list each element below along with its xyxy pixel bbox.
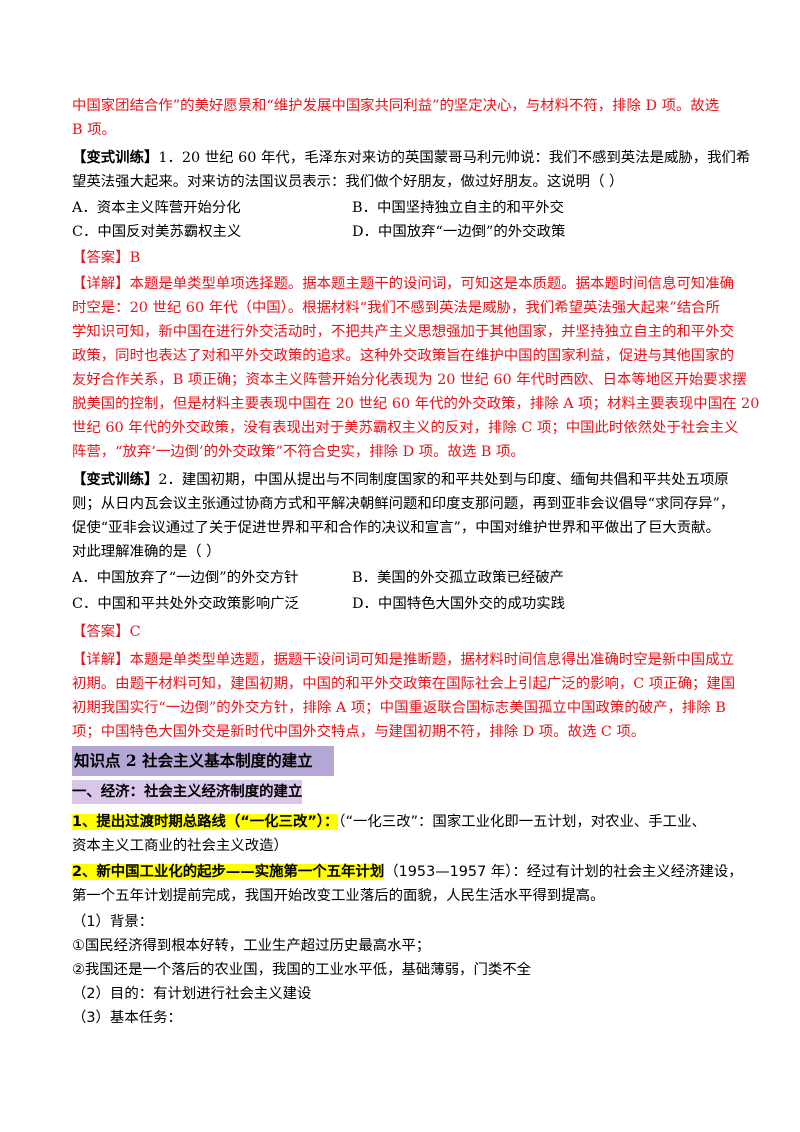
option-c: C．中国反对美苏霸权主义 [72,224,242,240]
explain-line: 友好合作关系，B 项正确；资本主义阵营开始分化表现为 20 世纪 60 年代时西… [72,372,747,388]
list-item: ①国民经济得到根本好转，工业生产超过历史最高水平； [72,938,431,954]
explain-line: 世纪 60 年代的外交政策，没有表现出对于美苏霸权主义的反对，排除 C 项；中国… [72,420,739,436]
question-1-stem: 【变式训练】1．20 世纪 60 年代，毛泽东对来访的英国蒙哥马利元帅说：我们不… [72,146,750,170]
paragraph-text: （“一化三改”：国家工业化即一五计划，对农业、手工业、 [338,814,706,830]
question-2-stem-cont: 则；从日内瓦会议主张通过协商方式和平解决朝鲜问题和印度支那问题，再到亚非会议倡导… [72,496,735,512]
question-2-stem-cont: 对此理解准确的是（ ） [72,544,221,560]
question-1-stem-cont: 望英法强大起来。对来访的法国议员表示：我们做个好朋友，做过好朋友。这说明（ ） [72,174,624,190]
variant-training-tag: 【变式训练】 [72,149,159,166]
question-text: 1．20 世纪 60 年代，毛泽东对来访的英国蒙哥马利元帅说：我们不感到英法是威… [158,150,751,166]
explain-line: 时空是：20 世纪 60 年代（中国）。根据材料“我们不感到英法是威胁，我们希望… [72,300,720,316]
option-b: B．美国的外交孤立政策已经破产 [352,570,565,586]
option-a: A．资本主义阵营开始分化 [72,200,241,216]
option-a: A．中国放弃了“一边倒”的外交方针 [72,570,299,586]
question-text: 2．建国初期，中国从提出与不同制度国家的和平共处到与印度、缅甸共倡和平共处五项原 [158,472,729,488]
option-d: D．中国放弃“一边倒”的外交政策 [352,224,566,240]
answer-label: 【答案】B [72,250,141,266]
list-item: （3）基本任务： [72,1010,182,1026]
variant-training-tag: 【变式训练】 [72,471,159,488]
knowledge-point-heading: 知识点 2 社会主义基本制度的建立 [72,746,334,776]
paragraph-text: （1953—1957 年）：经过有计划的社会主义经济建设， [384,864,743,880]
paragraph-2-cont: 第一个五年计划提前完成，我国开始改变工业落后的面貌，人民生活水平得到提高。 [72,888,605,904]
paragraph-1: 1、提出过渡时期总路线（“一化三改”）：（“一化三改”：国家工业化即一五计划，对… [72,810,732,834]
explain-line: 【详解】本题是单类型单项选择题。据本题主题干的设问词，可知这是本质题。据本题时间… [72,276,734,292]
explain-continued-line: 中国家团结合作”的美好愿景和“维护发展中国家共同利益”的坚定决心，与材料不符，排… [72,98,720,114]
section-heading: 一、经济：社会主义经济制度的建立 [72,780,303,804]
knowledge-point-title: 知识点 2 社会主义基本制度的建立 [74,751,313,770]
answer-label: 【答案】C [72,624,141,640]
list-item: ②我国还是一个落后的农业国，我国的工业水平低，基础薄弱，门类不全 [72,962,532,978]
explain-line: 阵营，“放弃‘一边倒’的外交政策”不符合史实，排除 D 项。故选 B 项。 [72,444,525,460]
list-item: （2）目的：有计划进行社会主义建设 [72,986,312,1002]
explain-line: 政策，同时也表达了对和平外交政策的追求。这种外交政策旨在维护中国的国家利益，促进… [72,348,734,364]
explain-line: 学知识可知，新中国在进行外交活动时，不把共产主义思想强加于其他国家，并坚持独立自… [72,324,734,340]
explain-line: 【详解】本题是单类型单选题，据题干设问词可知是推断题，据材料时间信息得出准确时空… [72,652,734,668]
section-title: 一、经济：社会主义经济制度的建立 [72,783,303,800]
highlighted-heading: 1、提出过渡时期总路线（“一化三改”）： [72,814,339,830]
option-d: D．中国特色大国外交的成功实践 [352,596,566,612]
question-2-stem: 【变式训练】2．建国初期，中国从提出与不同制度国家的和平共处到与印度、缅甸共倡和… [72,468,732,492]
question-2-stem-cont: 促使“亚非会议通过了关于促进世界和平和合作的决议和宣言”，中国对维护世界和平做出… [72,520,720,536]
explain-line: 脱美国的控制，但是材料主要表现中国在 20 世纪 60 年代的外交政策，排除 A… [72,396,760,412]
option-c: C．中国和平共处外交政策影响广泛 [72,596,299,612]
explain-line: 项；中国特色大国外交是新时代中国外交特点，与建国初期不符，排除 D 项。故选 C… [72,724,646,740]
paragraph-1-cont: 资本主义工商业的社会主义改造） [72,838,288,854]
option-b: B．中国坚持独立自主的和平外交 [352,200,565,216]
explain-continued-line: B 项。 [72,122,116,138]
list-item: （1）背景： [72,914,154,930]
explain-line: 初期。由题干材料可知，建国初期，中国的和平外交政策在国际社会上引起广泛的影响，C… [72,676,736,692]
explain-line: 初期我国实行“一边倒”的外交方针，排除 A 项；中国重返联合国标志美国孤立中国政… [72,700,726,716]
highlighted-heading: 2、新中国工业化的起步——实施第一个五年计划 [72,864,385,880]
paragraph-2: 2、新中国工业化的起步——实施第一个五年计划（1953—1957 年）：经过有计… [72,860,743,884]
